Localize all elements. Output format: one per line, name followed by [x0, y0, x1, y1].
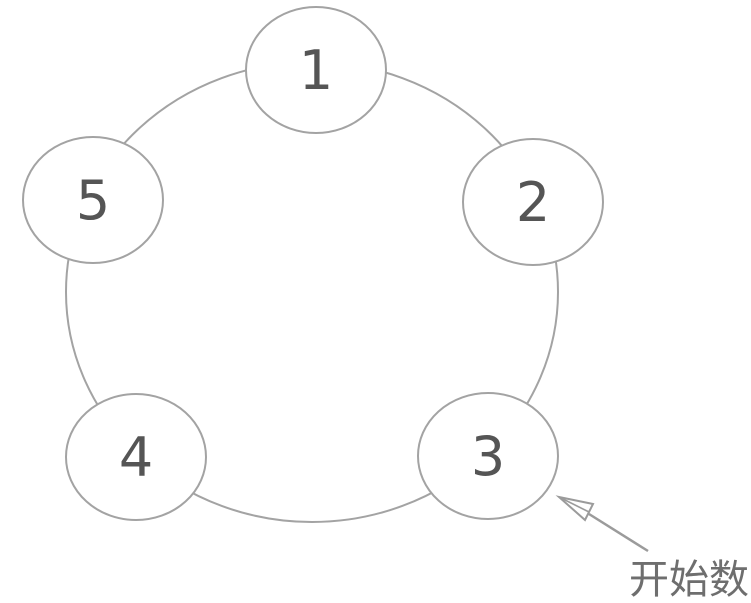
arrowhead-icon [555, 495, 595, 522]
arrow-shaft [588, 512, 649, 553]
node-circle-4 [65, 393, 207, 521]
node-label-5: 5 [76, 169, 110, 232]
node-label-3: 3 [471, 425, 505, 488]
node-circle-5 [22, 136, 164, 264]
annotation-label: 开始数 [629, 557, 749, 603]
node-label-1: 1 [299, 39, 333, 102]
node-label-4: 4 [119, 426, 153, 489]
arrowhead-midline [558, 496, 590, 513]
node-circle-1 [245, 6, 387, 134]
node-circle-2 [462, 138, 604, 266]
node-circle-3 [417, 392, 559, 520]
nodes-layer: 1 2 3 4 5 [22, 6, 604, 521]
node-label-2: 2 [516, 171, 550, 234]
annotation-arrow [555, 495, 649, 553]
